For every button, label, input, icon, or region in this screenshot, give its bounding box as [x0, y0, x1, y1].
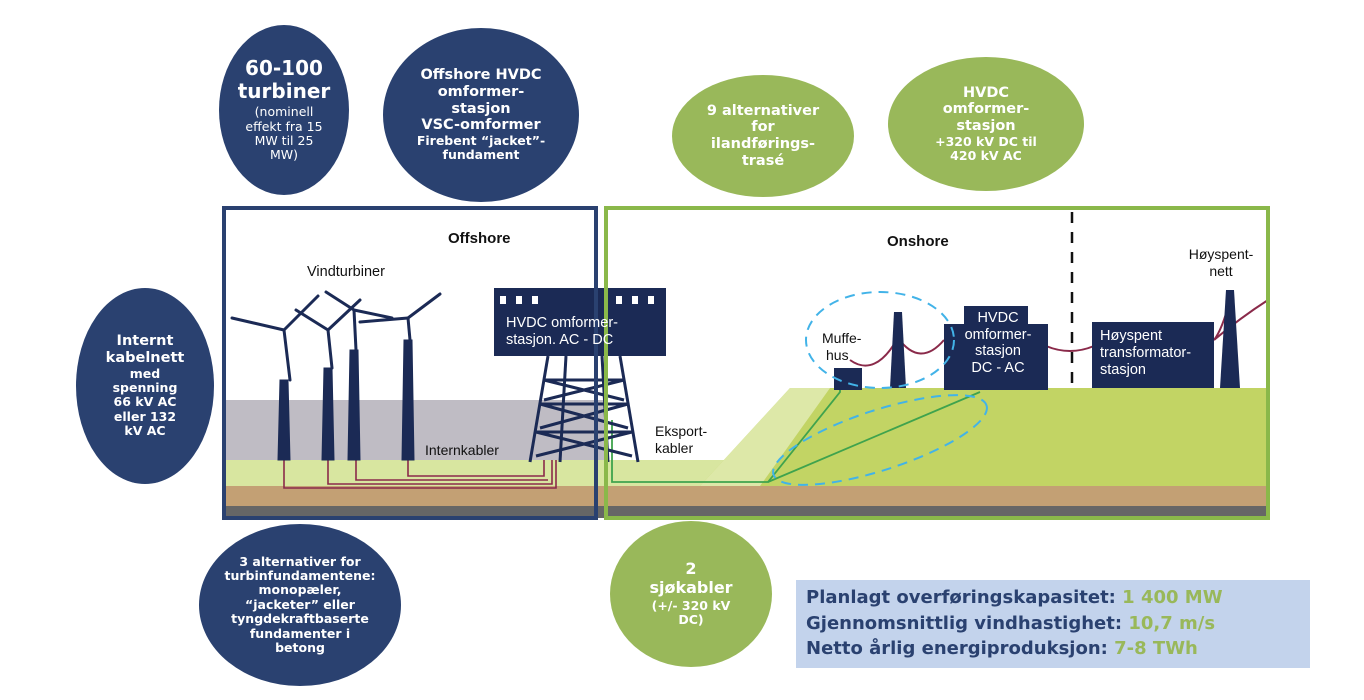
offshore-platform [494, 288, 666, 356]
stat-row: Gjennomsnittlig vindhastighet: 10,7 m/s [806, 612, 1216, 634]
key-figures-box: Planlagt overføringskapasitet: 1 400 MW … [796, 580, 1310, 668]
wind-turbines-label: Vindturbiner [307, 264, 385, 280]
offshore-frame [222, 206, 598, 520]
turbines [230, 290, 442, 461]
onshore-converter-label: HVDC omformer- stasjon DC - AC [964, 310, 1032, 376]
joint-house-label: Muffe- hus [822, 330, 862, 363]
seabed-soil [224, 486, 606, 506]
stat-row: Netto årlig energiproduksjon: 7-8 TWh [806, 638, 1198, 659]
pylon-2 [1220, 290, 1240, 388]
offshore-station-bubble: Offshore HVDC omformer- stasjon VSC-omfo… [383, 28, 579, 202]
landing-routes-bubble: 9 alternativer for ilandførings- trasé [672, 75, 854, 197]
onshore-converter [944, 306, 1048, 390]
seabed-sand [224, 460, 606, 486]
onshore-station-bubble: HVDC omformer- stasjon +320 kV DC til 42… [888, 57, 1084, 191]
offshore-title: Offshore [448, 230, 511, 247]
stat-row: Planlagt overføringskapasitet: 1 400 MW [806, 587, 1223, 608]
foundations-bubble: 3 alternativer for turbinfundamentene: m… [199, 524, 401, 686]
coast-slope [700, 388, 1268, 486]
export-cables-label: Eksport- kabler [655, 423, 708, 456]
internal-grid-bubble: Internt kabelnett med spenning 66 kV AC … [76, 288, 214, 484]
hv-grid-label: Høyspent- nett [1188, 246, 1254, 279]
internal-cables-label: Internkabler [425, 442, 499, 458]
onshore-title: Onshore [887, 233, 949, 250]
hv-transformer [1092, 322, 1214, 388]
land-soil [606, 486, 1268, 506]
offshore-converter-label: HVDC omformer- stasjon. AC - DC [506, 315, 618, 348]
onshore-frame [604, 206, 1270, 520]
pylon-1 [890, 312, 906, 388]
hv-transformer-label: Høyspent transformator- stasjon [1100, 328, 1192, 378]
turbines-bubble: 60-100 turbiner (nominell effekt fra 15 … [219, 25, 349, 195]
highlight-landing [805, 291, 955, 389]
sea-cables-bubble: 2 sjøkabler (+/- 320 kV DC) [610, 521, 772, 667]
